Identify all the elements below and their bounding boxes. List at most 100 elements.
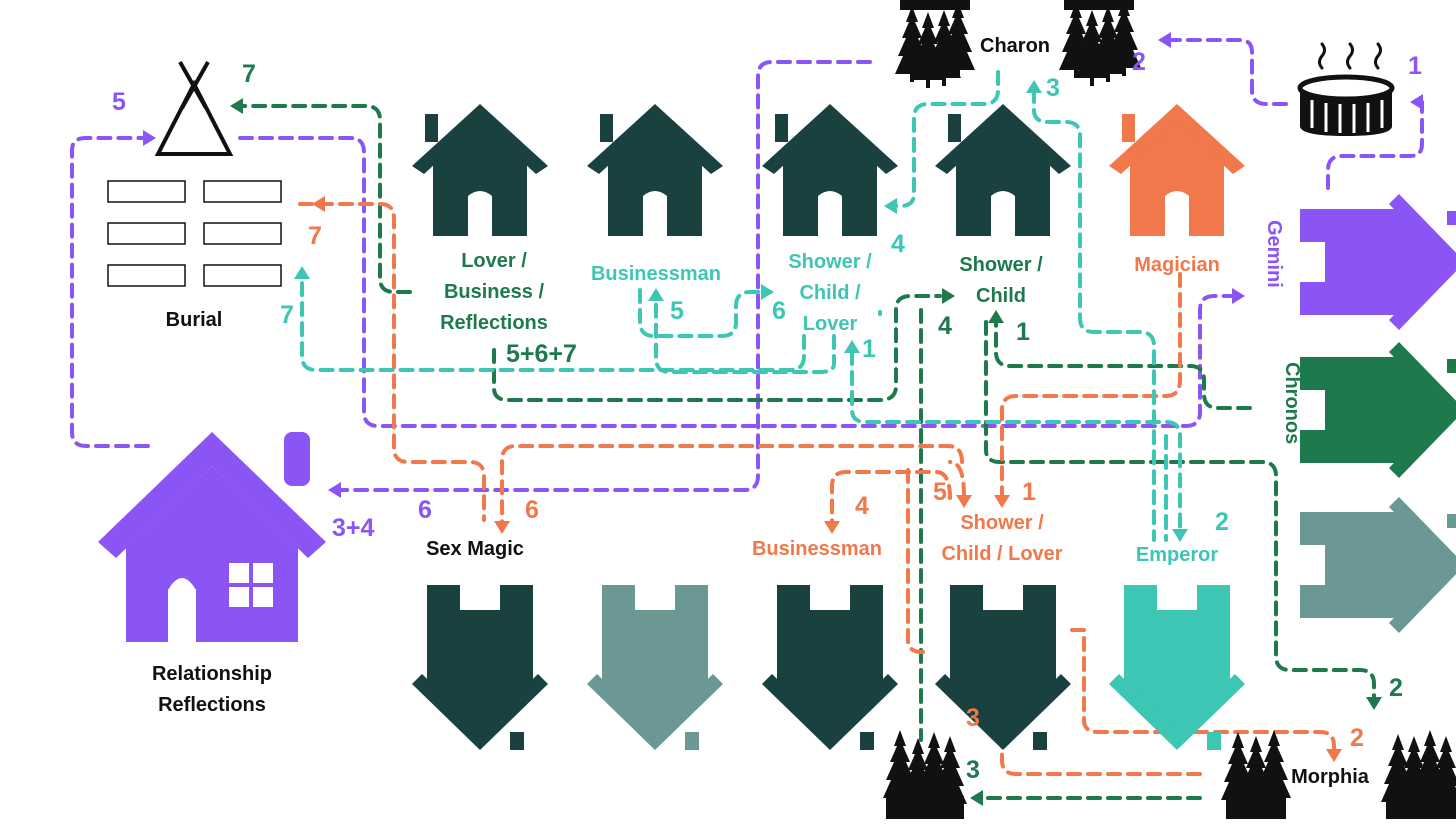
label-shower-child-lover-top: Shower / Child / Lover (765, 247, 895, 340)
step-number: 7 (280, 301, 294, 329)
flow-arrow (1032, 88, 1156, 542)
step-number: 3+4 (332, 514, 375, 542)
pine-forest-icon (883, 730, 967, 819)
hot-tub-icon (1297, 42, 1395, 136)
flow-arrows (70, 32, 1424, 806)
step-number: 3 (966, 756, 980, 784)
arrowhead (994, 495, 1010, 508)
grave-plot-icon (107, 180, 282, 287)
label-line: Lover (802, 313, 858, 335)
label-magician: Magician (1134, 254, 1220, 276)
label-gemini: Gemini (1263, 220, 1285, 288)
arrowhead (970, 790, 983, 806)
flow-arrow (830, 470, 952, 524)
flow-arrow (850, 310, 1182, 532)
arrowhead (294, 266, 310, 279)
label-businessman-bottom: Businessman (751, 538, 883, 560)
house-icon (412, 104, 548, 236)
flow-arrow (654, 298, 836, 374)
label-line: Shower / (959, 254, 1043, 276)
house-icon (587, 104, 723, 236)
arrowhead (884, 198, 897, 214)
arrowhead (1326, 749, 1342, 762)
label-line: Child / (799, 282, 861, 304)
chevron-gate-icon (1109, 585, 1245, 750)
arrowhead (1410, 94, 1423, 110)
label-chronos: Chronos (1281, 362, 1303, 445)
chevron-gate-icon (587, 585, 723, 750)
label-shower-child-lover-bottom: Shower / Child / Lover (920, 508, 1084, 570)
flow-arrow (338, 60, 872, 492)
step-number: 2 (1389, 674, 1403, 702)
chevron-gate-icon (1300, 342, 1456, 478)
step-number: 1 (1408, 52, 1422, 80)
label-line: Child / Lover (941, 543, 1063, 565)
pine-forest-icon (1381, 730, 1456, 819)
label-lover-business-reflections: Lover / Business / Reflections (414, 246, 574, 339)
teepee-icon (154, 61, 234, 156)
arrowhead (230, 98, 243, 114)
flow-arrow (984, 320, 1376, 702)
chevron-gate-icon (412, 585, 548, 750)
step-number: 4 (891, 230, 905, 258)
arrowhead (328, 482, 341, 498)
house-icon (98, 432, 326, 642)
flow-arrow (948, 460, 966, 498)
pine-forest-icon (1221, 730, 1291, 819)
flow-arrow (994, 320, 1252, 410)
arrowhead (312, 196, 325, 212)
step-number: 7 (242, 60, 256, 88)
arrowhead (648, 288, 664, 301)
house-icon (762, 104, 898, 236)
step-number: 1 (862, 335, 876, 363)
label-line: Lover / (461, 250, 527, 272)
pine-forest-icon (895, 0, 975, 88)
flow-arrow (1070, 628, 1336, 754)
label-sex-magic: Sex Magic (426, 538, 524, 560)
label-line: Shower / (960, 512, 1044, 534)
step-number: 2 (1350, 724, 1364, 752)
label-shower-child: Shower / Child (936, 250, 1066, 312)
arrowhead (494, 521, 510, 534)
flow-arrow (1000, 738, 1202, 776)
house-icon (1109, 104, 1245, 236)
step-number: 1 (1022, 478, 1036, 506)
flow-arrow (1166, 38, 1288, 106)
arrowhead (956, 495, 972, 508)
label-line: Reflections (440, 312, 548, 334)
step-number: 5 (933, 478, 947, 506)
icons-layer (98, 0, 1456, 819)
step-number: 5 (670, 297, 684, 325)
flow-arrow (1000, 272, 1182, 498)
label-emperor: Emperor (1135, 544, 1219, 566)
arrowhead (988, 310, 1004, 323)
arrowhead (942, 288, 955, 304)
flow-arrow (638, 288, 764, 338)
label-morphia: Morphia (1291, 766, 1369, 788)
step-number: 6 (525, 496, 539, 524)
flow-arrow (70, 136, 150, 448)
step-number: 4 (855, 492, 869, 520)
arrowhead (824, 521, 840, 534)
arrowhead (844, 340, 860, 353)
label-charon: Charon (980, 35, 1050, 57)
arrowhead (1026, 80, 1042, 93)
step-number: 1 (1016, 318, 1030, 346)
label-line: Shower / (788, 251, 872, 273)
step-number: 6 (418, 496, 432, 524)
flow-arrow (240, 104, 412, 294)
window-icon (229, 563, 273, 607)
arrowhead (1366, 697, 1382, 710)
chevron-gate-icon (1300, 194, 1456, 330)
flow-arrow (492, 294, 942, 402)
label-line: Business / (443, 281, 545, 303)
arrowhead (1232, 288, 1245, 304)
arrowhead (1172, 529, 1188, 542)
flow-arrow (298, 202, 486, 522)
step-number: 5 (112, 88, 126, 116)
step-number: 2 (1132, 48, 1146, 76)
chevron-gate-icon (935, 585, 1071, 750)
flow-arrow (300, 276, 806, 372)
